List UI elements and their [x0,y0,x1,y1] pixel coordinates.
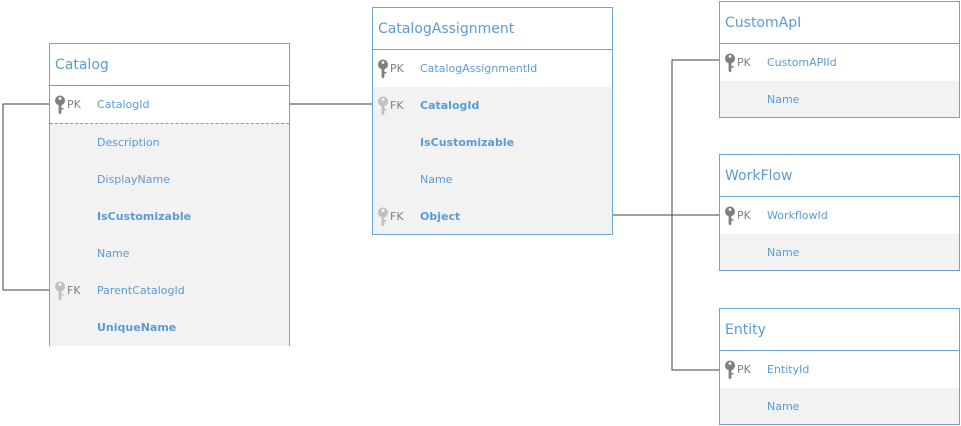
field-row[interactable]: FK CatalogId [373,87,612,124]
field-row[interactable]: Name [373,161,612,198]
primary-key-section: PK CatalogAssignmentId [373,50,612,87]
field-row[interactable]: IsCustomizable [50,198,289,235]
field-name: ParentCatalogId [97,284,185,297]
field-name: Object [420,210,461,223]
key-icon [725,360,735,380]
field-name: CatalogAssignmentId [420,62,538,75]
entity-table-title: Entity [720,309,959,351]
field-name: CustomAPIId [767,56,837,69]
connector-catalog-self-reference [2,103,50,291]
catalogassignment-table-title: CatalogAssignment [373,8,612,50]
key-icon [55,281,65,301]
field-name: CatalogId [420,99,480,112]
key-icon [725,206,735,226]
primary-key-section: PK EntityId [720,351,959,388]
field-row[interactable]: IsCustomizable [373,124,612,161]
connector-object-to-entity [671,215,720,371]
primary-key-section: PK WorkflowId [720,197,959,234]
field-row[interactable]: PK CatalogId [50,86,289,123]
connector-object-to-customapi [671,59,720,215]
field-name: Name [767,400,800,413]
field-row[interactable]: Name [720,388,959,425]
field-name: IsCustomizable [97,210,192,223]
primary-key-label: PK [737,363,751,376]
key-icon [725,53,735,73]
field-name: WorkflowId [767,209,828,222]
primary-key-label: PK [390,62,404,75]
field-row[interactable]: PK WorkflowId [720,197,959,234]
attribute-section: Name [720,388,959,424]
key-icon [378,96,388,116]
field-name: CatalogId [97,98,150,111]
field-name: Name [97,247,130,260]
field-name: EntityId [767,363,810,376]
catalog-table-title: Catalog [50,44,289,86]
field-row[interactable]: PK CustomAPIId [720,44,959,81]
key-icon [378,59,388,79]
field-name: Name [767,246,800,259]
primary-key-section: PK CatalogId [50,86,289,123]
primary-key-label: PK [737,56,751,69]
key-icon [55,95,65,115]
foreign-key-label: FK [390,210,404,223]
field-name: Name [420,173,453,186]
field-name: Description [97,136,160,149]
field-row[interactable]: Name [50,235,289,272]
field-row[interactable]: Name [720,234,959,271]
field-row[interactable]: Name [720,81,959,118]
field-name: Name [767,93,800,106]
field-name: DisplayName [97,173,170,186]
field-name: UniqueName [97,321,177,334]
field-row[interactable]: Description [50,124,289,161]
attribute-section: Name [720,234,959,270]
primary-key-label: PK [67,98,81,111]
key-icon [378,207,388,227]
field-row[interactable]: PK CatalogAssignmentId [373,50,612,87]
attribute-section: Name [720,81,959,117]
field-name: IsCustomizable [420,136,515,149]
field-row[interactable]: UniqueName [50,309,289,346]
field-row[interactable]: PK EntityId [720,351,959,388]
field-row[interactable]: FK ParentCatalogId [50,272,289,309]
workflow-table-title: WorkFlow [720,155,959,197]
foreign-key-label: FK [390,99,404,112]
field-row[interactable]: FK Object [373,198,612,235]
customapi-table-title: CustomApI [720,2,959,44]
primary-key-section: PK CustomAPIId [720,44,959,81]
primary-key-label: PK [737,209,751,222]
foreign-key-label: FK [67,284,81,297]
field-row[interactable]: DisplayName [50,161,289,198]
